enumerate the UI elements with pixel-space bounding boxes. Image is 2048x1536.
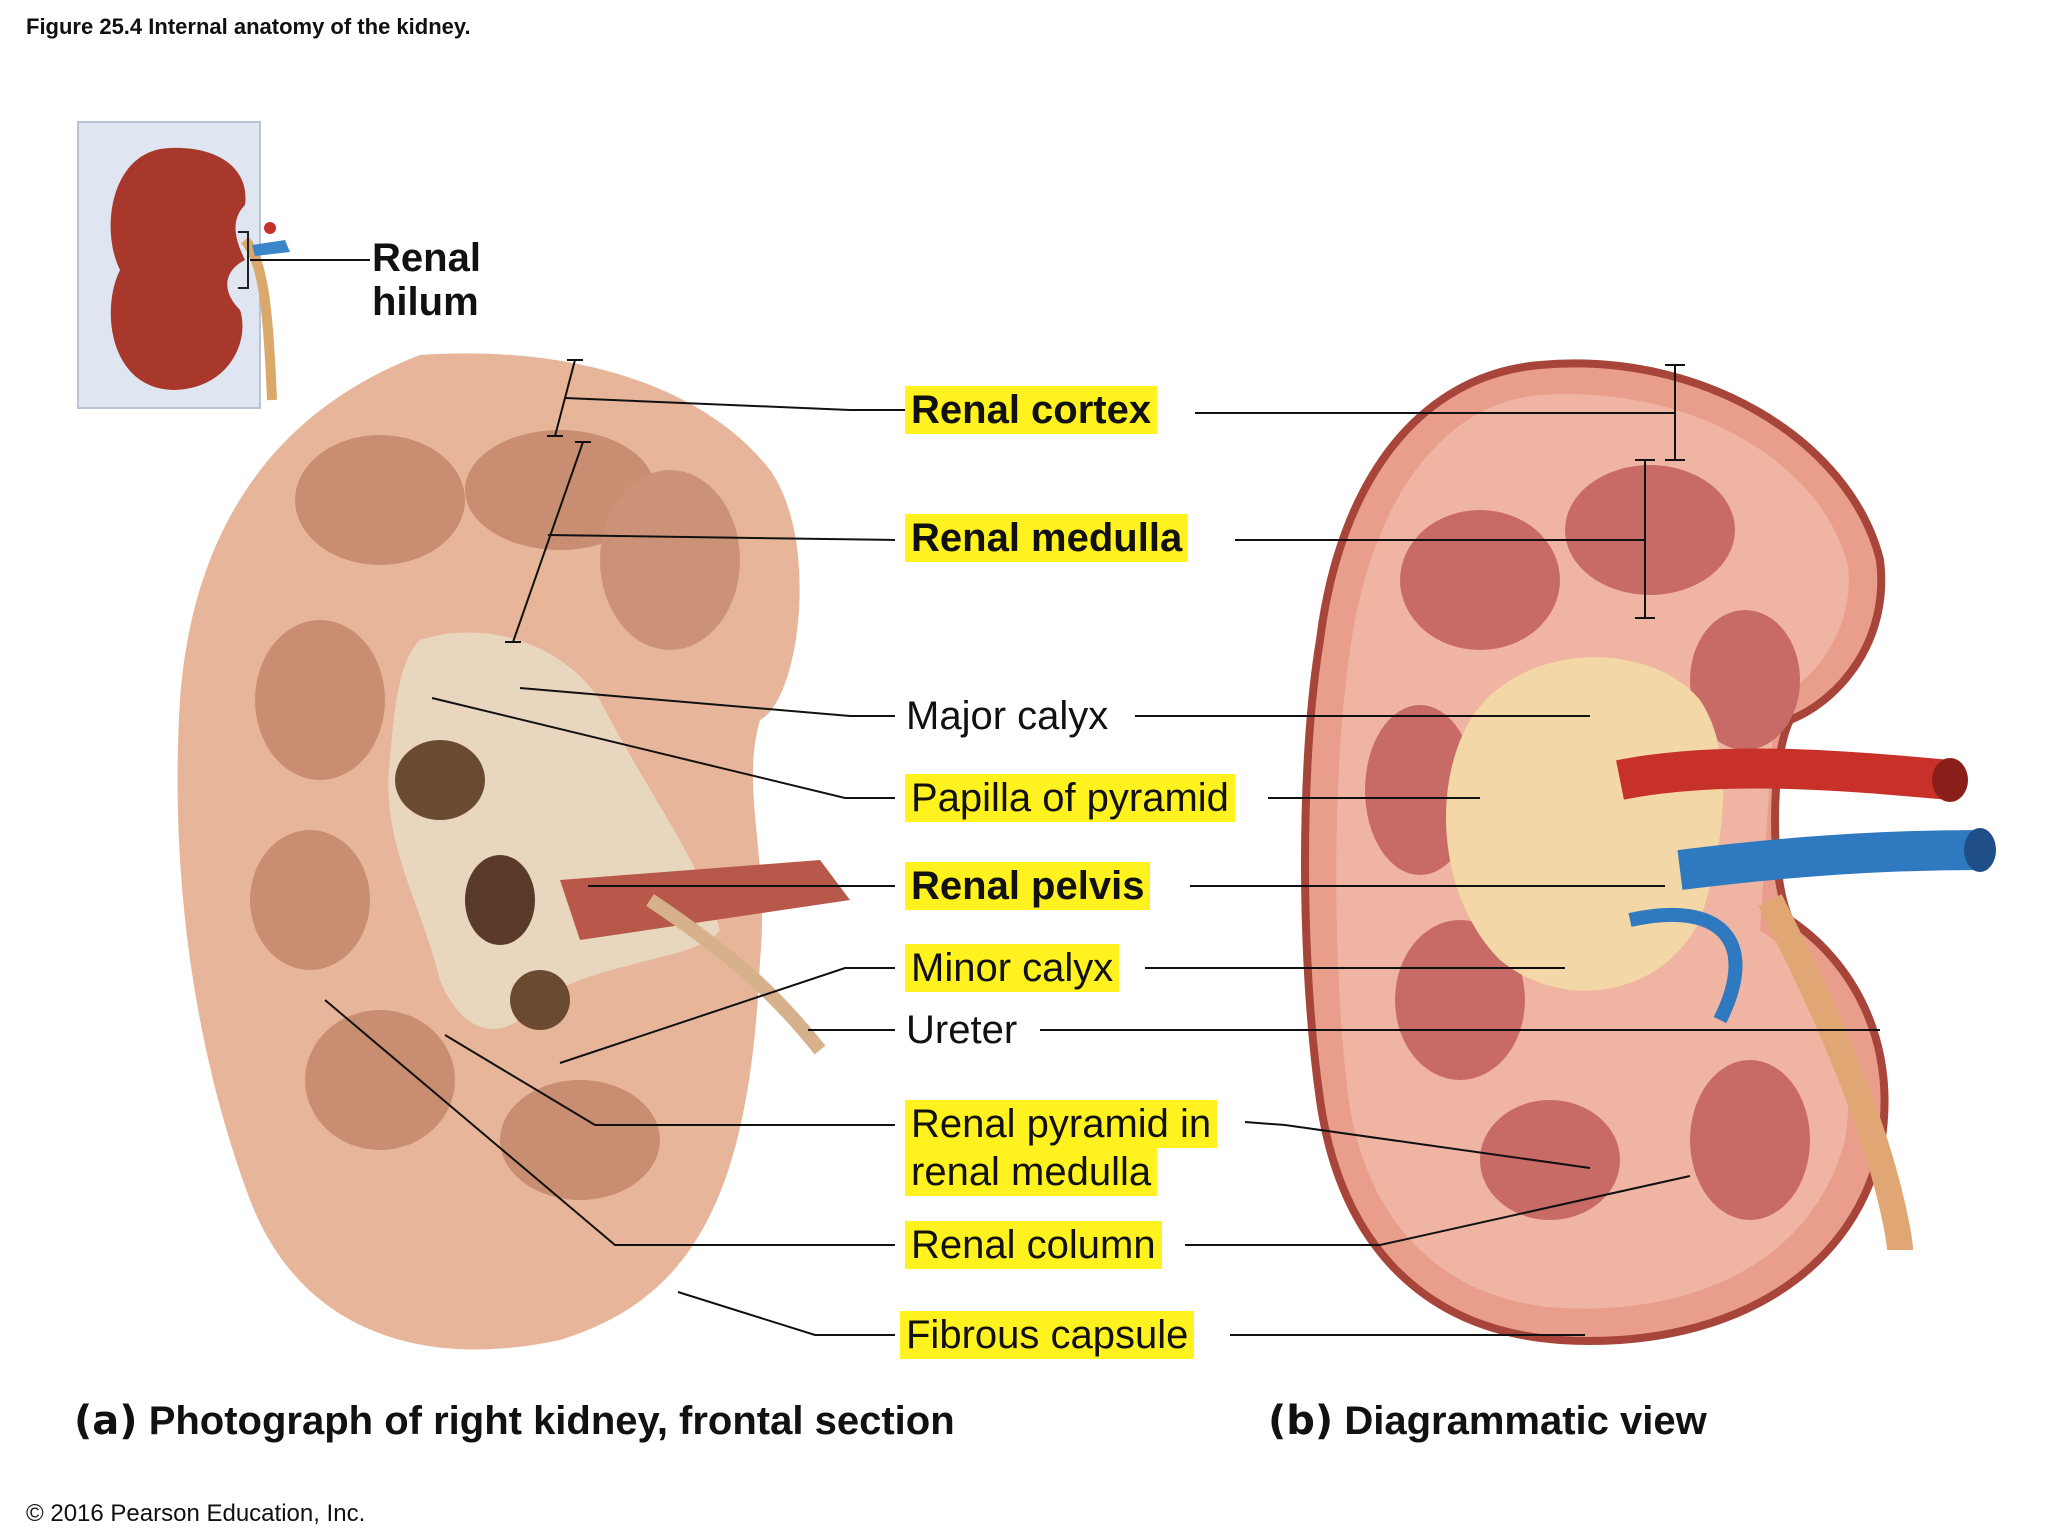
copyright: © 2016 Pearson Education, Inc. xyxy=(26,1500,366,1527)
caption-a: (a) Photograph of right kidney, frontal … xyxy=(74,1398,955,1444)
renal-pyramid-label: Renal pyramid in renal medulla xyxy=(905,1100,1218,1196)
renal-pyramid-line2: renal medulla xyxy=(905,1148,1158,1196)
renal-cortex-label: Renal cortex xyxy=(905,386,1158,434)
caption-a-tag: (a) xyxy=(74,1398,138,1444)
papilla-of-pyramid-label: Papilla of pyramid xyxy=(905,774,1235,822)
renal-hilum-label: Renal hilum xyxy=(372,236,481,324)
caption-b: (b) Diagrammatic view xyxy=(1268,1398,1707,1444)
fibrous-capsule-label: Fibrous capsule xyxy=(900,1311,1195,1359)
diagram-kidney xyxy=(1301,359,1996,1345)
renal-medulla-label: Renal medulla xyxy=(905,514,1189,562)
ureter-label: Ureter xyxy=(906,1008,1018,1052)
minor-calyx-label: Minor calyx xyxy=(905,944,1120,992)
inset-kidney xyxy=(77,121,370,409)
renal-column-label: Renal column xyxy=(905,1221,1162,1269)
caption-a-text: Photograph of right kidney, frontal sect… xyxy=(148,1399,955,1443)
figure-title: Figure 25.4 Internal anatomy of the kidn… xyxy=(26,14,471,39)
photo-kidney xyxy=(177,353,850,1350)
caption-b-text: Diagrammatic view xyxy=(1344,1399,1707,1443)
major-calyx-label: Major calyx xyxy=(906,694,1109,738)
renal-hilum-line2: hilum xyxy=(372,280,479,324)
leader-lines xyxy=(324,359,1880,1336)
renal-pelvis-label: Renal pelvis xyxy=(905,862,1151,910)
renal-pyramid-line1: Renal pyramid in xyxy=(905,1100,1218,1148)
renal-hilum-line1: Renal xyxy=(372,236,481,280)
caption-b-tag: (b) xyxy=(1268,1398,1334,1444)
